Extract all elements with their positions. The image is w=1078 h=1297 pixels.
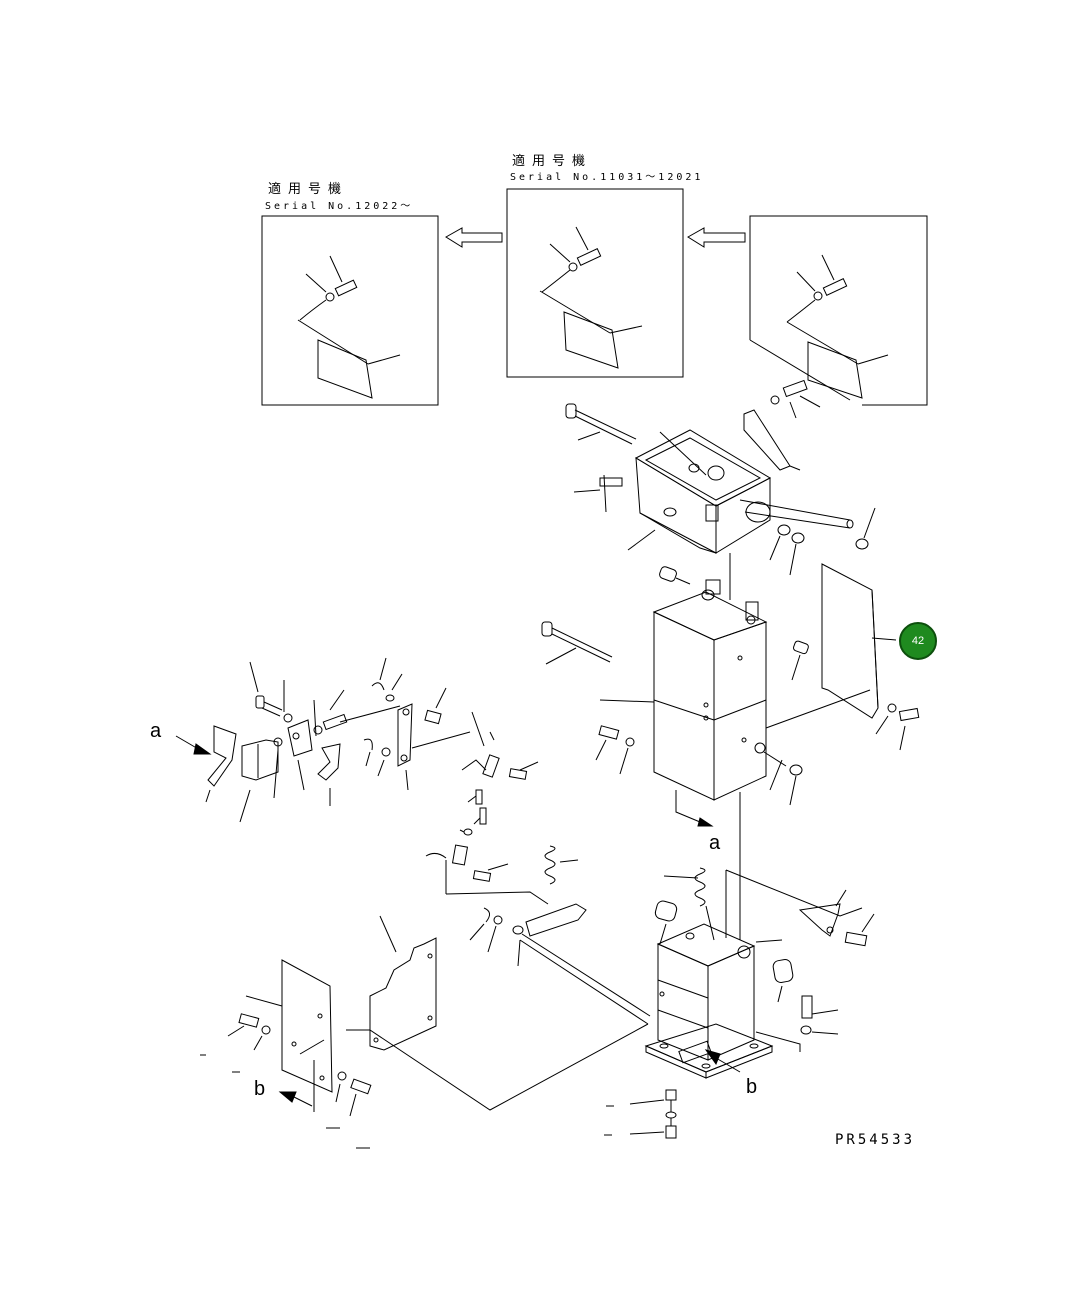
cover-panel-left — [245, 959, 333, 1112]
side-bracket — [765, 563, 897, 729]
inset-middle — [506, 188, 684, 378]
cover-panel-right — [369, 915, 437, 1051]
bolt-top-right — [770, 379, 821, 419]
inset-left — [261, 215, 439, 406]
inset-left-jp-label: 適用号機 — [268, 182, 349, 197]
bush-pin — [659, 566, 809, 681]
control-case — [599, 579, 768, 801]
inset-right — [749, 215, 928, 406]
inset-middle-jp-label: 適用号機 — [512, 154, 593, 169]
drawing-code: PR54533 — [835, 1132, 916, 1148]
view-marker-b-right: b — [746, 1076, 758, 1098]
view-marker-a-left: a — [150, 720, 162, 742]
long-bolt-middle — [541, 621, 613, 665]
bolt-right-case — [875, 703, 920, 751]
inset-arrow-1 — [445, 227, 503, 248]
view-arrow-a-mid — [675, 790, 714, 827]
inset-arrow-2 — [687, 227, 746, 248]
gear-box-assembly — [634, 429, 854, 554]
panel-bolts — [200, 1013, 372, 1149]
cover-plate — [743, 409, 801, 471]
washer-nut-lower — [754, 742, 803, 806]
spring-pedal — [469, 845, 651, 1025]
bottom-bolts — [604, 1089, 677, 1139]
view-marker-b-left: b — [254, 1078, 266, 1100]
pedestal-bracket — [772, 889, 875, 1035]
leader-line-2 — [627, 529, 656, 551]
inset-middle-serial-label: Serial No.11031〜12021 — [510, 172, 704, 183]
view-arrow-b-left — [278, 1091, 313, 1107]
washer-nut-pair — [769, 507, 876, 576]
view-marker-a-mid: a — [709, 832, 721, 854]
inset-left-serial-label: Serial No.12022〜 — [265, 201, 414, 212]
callout-badge-label: 42 — [911, 635, 925, 647]
small-lever — [573, 474, 623, 513]
linkage-assembly — [175, 657, 549, 905]
bolt-left-case — [595, 725, 635, 775]
pedestal — [346, 867, 863, 1111]
callout-badge-42[interactable]: 42 — [899, 622, 937, 660]
long-bolt-top — [565, 403, 637, 445]
